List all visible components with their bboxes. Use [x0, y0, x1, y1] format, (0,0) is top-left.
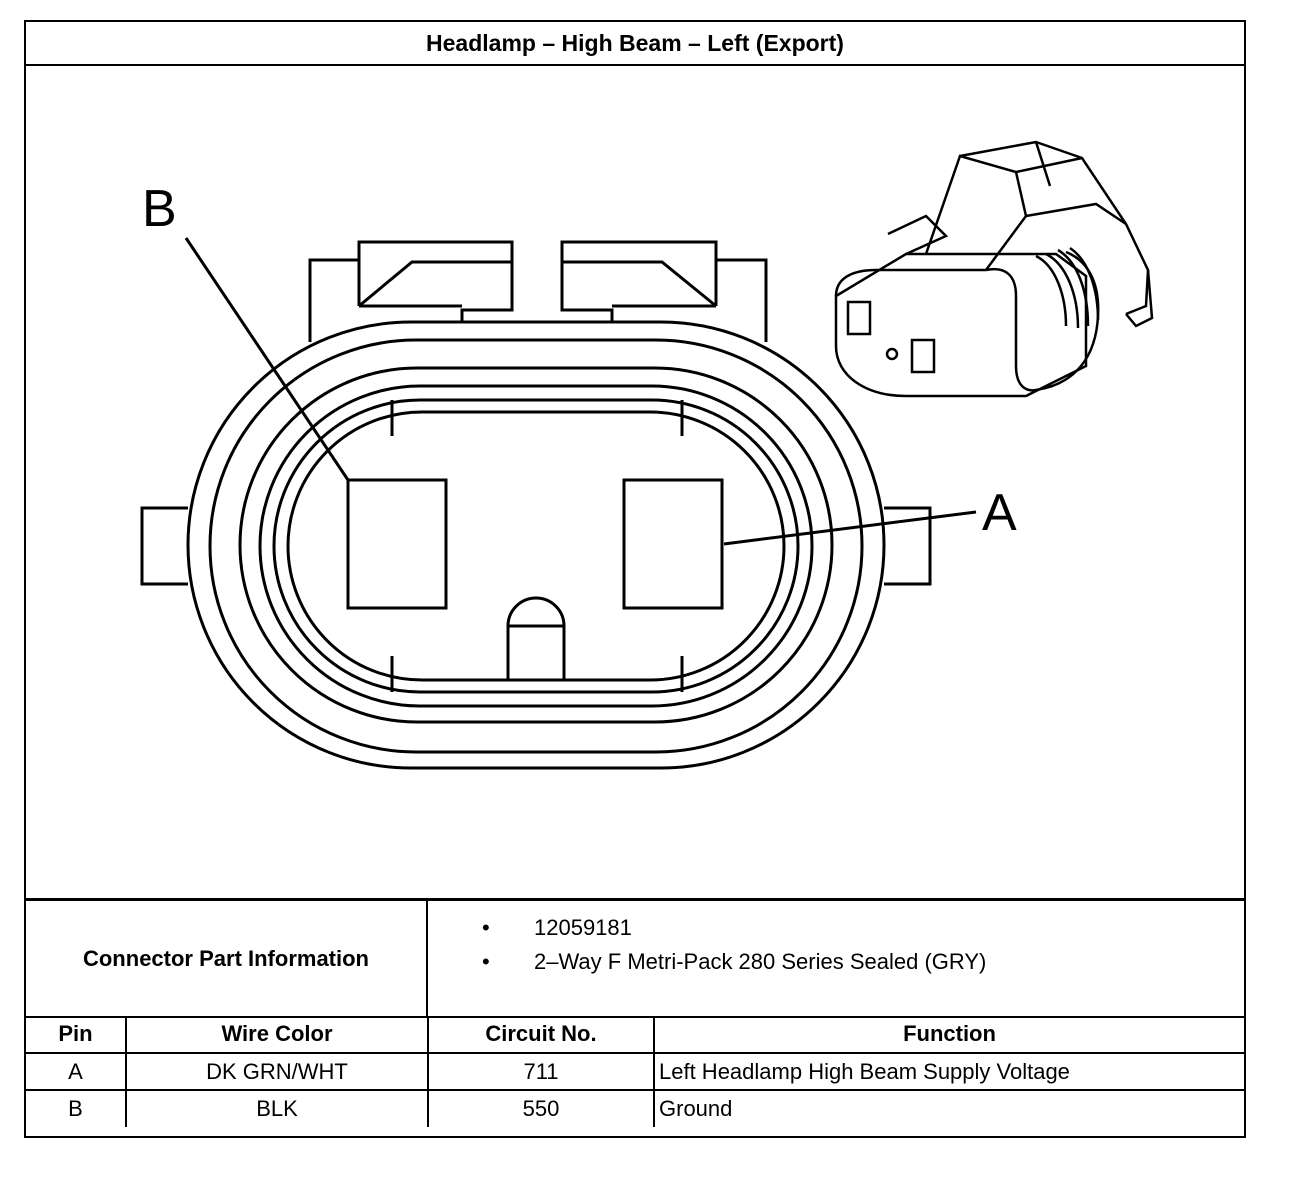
connector-sheet: Headlamp – High Beam – Left (Export)	[24, 20, 1246, 1138]
leader-line-a	[723, 510, 977, 546]
shell-ring-6	[286, 410, 786, 682]
header-circuit-no: Circuit No.	[427, 1016, 655, 1054]
connector-info-row: Connector Part Information • 12059181 • …	[26, 898, 1244, 1018]
connector-face-drawing: B A	[26, 66, 1244, 900]
polarizing-key	[506, 596, 566, 682]
shell-ring-4	[258, 384, 814, 708]
cell-function: Left Headlamp High Beam Supply Voltage	[653, 1052, 1244, 1091]
connector-info-label: Connector Part Information	[26, 901, 428, 1016]
header-wire-color: Wire Color	[125, 1016, 429, 1054]
header-function: Function	[653, 1016, 1244, 1054]
header-pin: Pin	[26, 1016, 127, 1054]
cell-circuit-no: 711	[427, 1052, 655, 1091]
page-title: Headlamp – High Beam – Left (Export)	[26, 22, 1244, 66]
cell-pin: B	[26, 1089, 127, 1127]
bullet-icon: •	[482, 949, 490, 974]
table-row: A DK GRN/WHT 711 Left Headlamp High Beam…	[26, 1052, 1244, 1091]
label-b: B	[142, 180, 177, 238]
pin-table: Pin Wire Color Circuit No. Function A DK…	[26, 1016, 1244, 1127]
left-side-ear	[140, 506, 188, 586]
shell-ring-5	[272, 398, 800, 694]
list-item: • 12059181	[482, 913, 986, 947]
cell-function: Ground	[653, 1089, 1244, 1127]
right-side-ear	[884, 506, 932, 586]
bullet-icon: •	[482, 915, 490, 940]
outer-shell	[186, 320, 886, 770]
left-top-tab	[308, 240, 514, 342]
list-item: • 2–Way F Metri-Pack 280 Series Sealed (…	[482, 947, 986, 981]
table-header-row: Pin Wire Color Circuit No. Function	[26, 1016, 1244, 1054]
table-row: B BLK 550 Ground	[26, 1089, 1244, 1127]
shell-ring-3	[238, 366, 834, 724]
cavity-a	[622, 478, 724, 610]
part-number: 12059181	[534, 915, 632, 940]
connector-face-svg: B A	[140, 140, 1154, 770]
connector-description: 2–Way F Metri-Pack 280 Series Sealed (GR…	[534, 949, 987, 974]
cell-wire-color: BLK	[125, 1089, 429, 1127]
cell-pin: A	[26, 1052, 127, 1091]
label-a: A	[982, 484, 1017, 542]
connector-iso-view	[834, 140, 1154, 398]
cavity-b	[346, 478, 448, 610]
cell-wire-color: DK GRN/WHT	[125, 1052, 429, 1091]
shell-ring-2	[208, 338, 864, 754]
right-top-tab	[560, 240, 768, 342]
connector-info-list: • 12059181 • 2–Way F Metri-Pack 280 Seri…	[482, 913, 986, 981]
cell-circuit-no: 550	[427, 1089, 655, 1127]
leader-line-b	[184, 237, 350, 481]
